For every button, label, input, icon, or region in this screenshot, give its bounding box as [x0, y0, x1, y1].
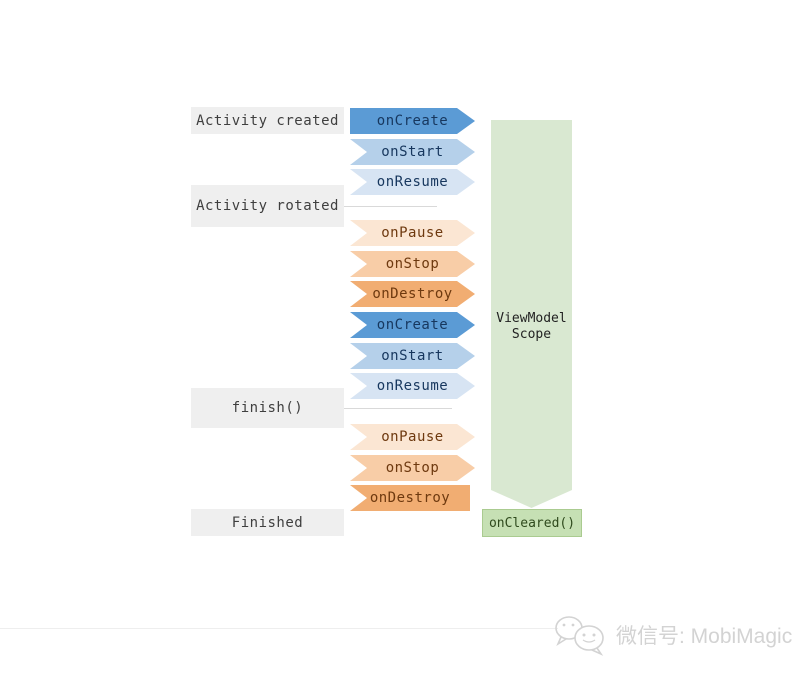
lifecycle-arrow-onpause-2: onPause	[350, 424, 475, 450]
oncleared-box: onCleared()	[482, 509, 582, 537]
stage-label-activity-rotated: Activity rotated	[191, 185, 344, 227]
lifecycle-arrow-oncreate-1: onCreate	[350, 108, 475, 134]
wechat-icon	[555, 616, 604, 656]
stage-label-finished: Finished	[191, 509, 344, 536]
lifecycle-arrow-onstart-1: onStart	[350, 139, 475, 165]
stage-label-activity-created: Activity created	[191, 107, 344, 134]
lifecycle-arrow-ondestroy-2: onDestroy	[350, 485, 470, 511]
lifecycle-arrow-onpause-1: onPause	[350, 220, 475, 246]
viewmodel-scope-label-line1: ViewModel	[496, 311, 567, 326]
viewmodel-scope-label-line2: Scope	[511, 327, 552, 342]
connector-line-finish	[344, 408, 452, 409]
lifecycle-arrow-onresume-2: onResume	[350, 373, 475, 399]
lifecycle-arrow-onstart-2: onStart	[350, 343, 475, 369]
lifecycle-arrow-oncreate-2: onCreate	[350, 312, 475, 338]
lifecycle-arrow-onstop-1: onStop	[350, 251, 475, 277]
lifecycle-arrow-onresume-1: onResume	[350, 169, 475, 195]
lifecycle-arrow-ondestroy-1: onDestroy	[350, 281, 475, 307]
watermark-divider-line	[0, 628, 558, 629]
connector-line-rotated	[344, 206, 437, 207]
lifecycle-arrow-onstop-2: onStop	[350, 455, 475, 481]
watermark-text: 微信号: MobiMagic	[616, 625, 793, 648]
viewmodel-scope-arrow: ViewModel Scope	[491, 120, 572, 508]
stage-label-finish: finish()	[191, 388, 344, 428]
